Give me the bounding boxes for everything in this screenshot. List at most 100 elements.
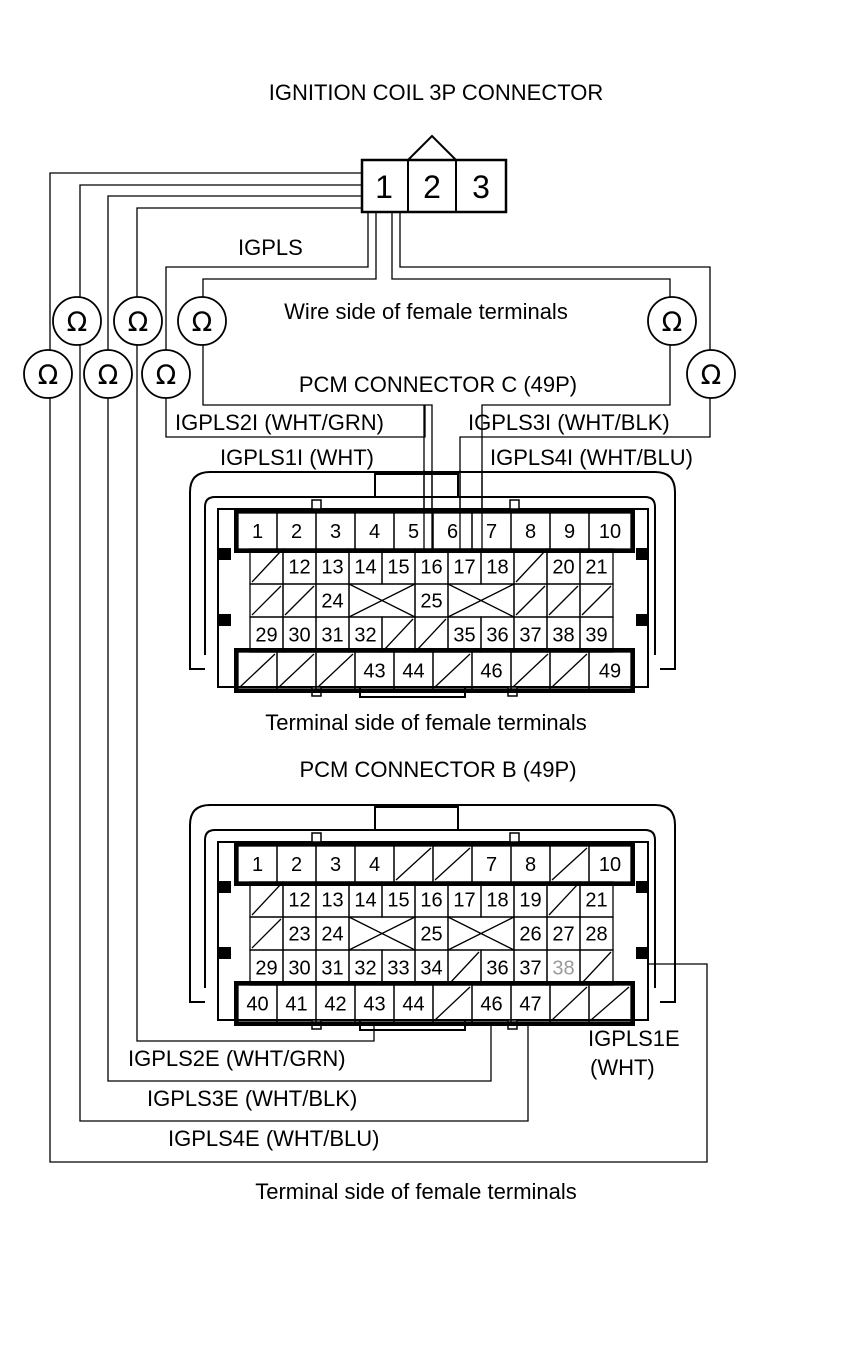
connector_c-blank-cavity (416, 618, 447, 651)
connector_b-pin-42: 42 (324, 994, 346, 1016)
connector_b-pin-19: 19 (519, 890, 541, 912)
connector_c-pin-31: 31 (321, 625, 343, 647)
connector_b-pin-37: 37 (519, 958, 541, 980)
connector_b-blank-cavity (395, 847, 432, 881)
connector_b-pin-10: 10 (599, 854, 621, 876)
connector_c-pin-14: 14 (354, 557, 376, 579)
connector_b-pin-17: 17 (453, 890, 475, 912)
svg-text:Ω: Ω (156, 360, 177, 391)
connector_c-blank-cavity (515, 550, 546, 583)
ohm-symbol-igpls2e: Ω (113, 296, 163, 346)
coil-connector-title: IGNITION COIL 3P CONNECTOR (269, 80, 604, 105)
connector_c-blank-cavity (317, 653, 354, 688)
igpls1i-label: IGPLS1I (WHT) (220, 445, 374, 470)
connector_c-pin-9: 9 (564, 521, 575, 543)
connector_b-pin-32: 32 (354, 958, 376, 980)
connector_b-pin-13: 13 (321, 890, 343, 912)
connector_b-blank-cavity (434, 986, 471, 1021)
coil-pin-1: 1 (375, 169, 393, 205)
igpls2e-label: IGPLS2E (WHT/GRN) (128, 1046, 346, 1071)
connector_c-pin-36: 36 (486, 625, 508, 647)
wire-igpls1e (49, 172, 708, 1163)
svg-text:Ω: Ω (192, 307, 213, 338)
igpls4e-label: IGPLS4E (WHT/BLU) (168, 1126, 379, 1151)
connector_c-pin-10: 10 (599, 521, 621, 543)
connector_b-pin-25: 25 (420, 924, 442, 946)
connector_b-blank-cavity (251, 918, 282, 949)
terminal-side-b-label: Terminal side of female terminals (255, 1179, 577, 1204)
connector_b-pin-47: 47 (519, 994, 541, 1016)
connector_b-pin-34: 34 (420, 958, 442, 980)
connector_c-pin-15: 15 (387, 557, 409, 579)
connector_b-pin-16: 16 (420, 890, 442, 912)
connector_b-pin-26: 26 (519, 924, 541, 946)
connector_b-pin-27: 27 (552, 924, 574, 946)
connector_b-blank-cavity (590, 986, 630, 1021)
igpls3e-label: IGPLS3E (WHT/BLK) (147, 1086, 357, 1111)
ohm-symbol-igpls2i: Ω (141, 349, 191, 399)
coil-pin-3: 3 (472, 169, 490, 205)
svg-text:Ω: Ω (38, 360, 59, 391)
connector_c-blank-cavity (512, 653, 549, 688)
connector_c-blank-cavity (251, 550, 282, 583)
connector_b-pin-36: 36 (486, 958, 508, 980)
igpls3i-label: IGPLS3I (WHT/BLK) (468, 410, 670, 435)
connector_c-pin-29: 29 (255, 625, 277, 647)
connector_b-pin-12: 12 (288, 890, 310, 912)
connector_c-blank-cavity (251, 585, 282, 616)
connector_b-pin-8: 8 (525, 854, 536, 876)
connector_b-pin-4: 4 (369, 854, 380, 876)
connector_b-blank-cavity (551, 847, 588, 881)
connector_c-pin-2: 2 (291, 521, 302, 543)
connector_b-pin-23: 23 (288, 924, 310, 946)
connector_c-pin-18: 18 (486, 557, 508, 579)
connector_c-pin-7: 7 (486, 521, 497, 543)
connector_b-pin-15: 15 (387, 890, 409, 912)
ohm-symbol-igpls3e: Ω (83, 349, 133, 399)
igpls1e-label-line1: IGPLS1E (588, 1026, 680, 1051)
connector_b-blank-cavity (581, 951, 612, 984)
connector_b-blank-cavity (548, 883, 579, 916)
ohm-symbol-igpls1i: Ω (177, 296, 227, 346)
connector_c-pin-25: 25 (420, 591, 442, 613)
connector_c-pin-49: 49 (599, 661, 621, 683)
svg-text:Ω: Ω (67, 307, 88, 338)
connector_c-pin-12: 12 (288, 557, 310, 579)
connector_c-pin-32: 32 (354, 625, 376, 647)
connector_b-pin-40: 40 (246, 994, 268, 1016)
connector_b-pin-31: 31 (321, 958, 343, 980)
ohm-symbol-igpls4i: Ω (647, 296, 697, 346)
connector_b-pin-29: 29 (255, 958, 277, 980)
ohm-symbol-igpls4e: Ω (52, 296, 102, 346)
connector_b-pin-24: 24 (321, 924, 343, 946)
connector_b-pin-1: 1 (252, 854, 263, 876)
connector_c-pin-39: 39 (585, 625, 607, 647)
coil-pin-2: 2 (423, 169, 441, 205)
connector_b-pin-3: 3 (330, 854, 341, 876)
connector_c-pin-35: 35 (453, 625, 475, 647)
connector_c-blank-cavity (278, 653, 315, 688)
connector_c-blank-cavity (284, 585, 315, 616)
connector_b-pin-41: 41 (285, 994, 307, 1016)
connector_c-blank-cavity (434, 653, 471, 688)
connector_c-pin-30: 30 (288, 625, 310, 647)
connector_c-pin-8: 8 (525, 521, 536, 543)
pcm-connector-b-title: PCM CONNECTOR B (49P) (299, 757, 576, 782)
connector_b-pin-2: 2 (291, 854, 302, 876)
svg-text:Ω: Ω (701, 360, 722, 391)
wire-igpls2e (136, 207, 375, 1042)
pcm-connector-c-title: PCM CONNECTOR C (49P) (299, 372, 577, 397)
svg-text:Ω: Ω (128, 307, 149, 338)
connector_c-blank-cavity (551, 653, 588, 688)
connector_c-blank-cavity (581, 585, 612, 616)
connector_c-pin-17: 17 (453, 557, 475, 579)
connector_c-blank-cavity (383, 618, 414, 651)
